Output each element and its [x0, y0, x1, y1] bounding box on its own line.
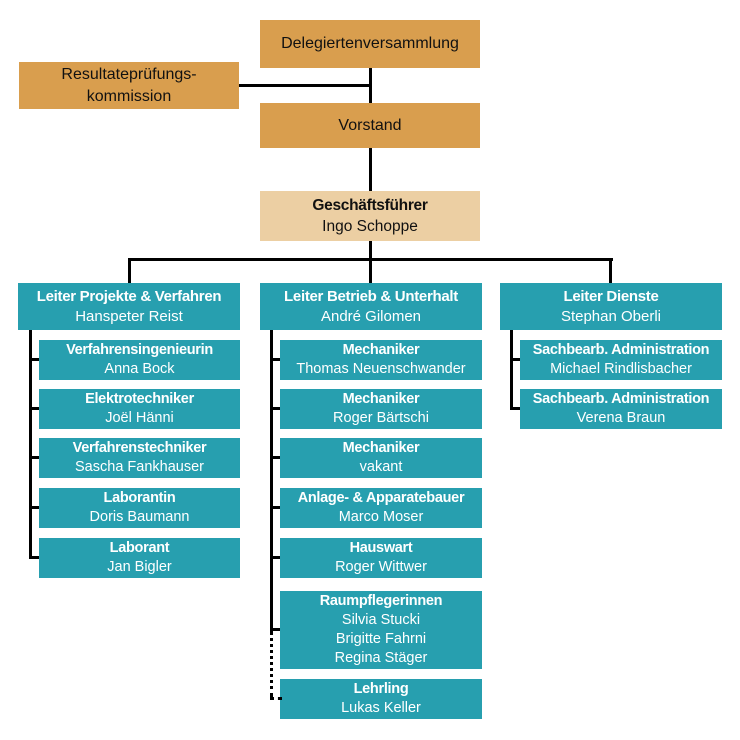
org-name-label: Hanspeter Reist: [75, 307, 183, 325]
org-name-label: Verena Braun: [576, 410, 666, 426]
org-name-label: Regina Stäger: [334, 650, 428, 666]
org-role-label: Mechaniker: [342, 440, 420, 456]
connector-column-spine: [270, 330, 273, 631]
connector-drop-right: [609, 258, 612, 283]
connector-resultat-kommission: [239, 84, 371, 87]
org-name-label: Joël Hänni: [105, 410, 174, 426]
org-name-label: Michael Rindlisbacher: [550, 361, 692, 377]
org-box-label-line1: Resultateprüfungs-: [61, 65, 197, 83]
org-box-resultatepruefungskommission: Resultateprüfungs- kommission: [19, 62, 239, 109]
org-name-label: Silvia Stucki: [341, 612, 421, 628]
org-role-label: Lehrling: [353, 681, 409, 697]
org-box-label: Delegiertenversammlung: [281, 35, 459, 52]
org-name-label: Marco Moser: [338, 509, 424, 525]
connector-member-stub: [29, 506, 39, 509]
connector-drop-left: [128, 258, 131, 283]
connector-column-spine: [29, 330, 32, 559]
connector-member-stub: [29, 407, 39, 410]
connector-drop-middle: [369, 258, 372, 283]
connector-member-stub: [510, 358, 520, 361]
connector-member-stub: [29, 556, 39, 559]
org-box-vorstand: Vorstand: [260, 103, 480, 148]
org-name-label: Thomas Neuenschwander: [296, 361, 466, 377]
org-role-label: Geschäftsführer: [312, 197, 428, 214]
org-role-label: Leiter Betrieb & Unterhalt: [284, 287, 458, 305]
org-role-label: Anlage- & Apparatebauer: [297, 490, 465, 506]
org-box-geschaeftsfuehrer: Geschäftsführer Ingo Schoppe: [260, 191, 480, 241]
org-name-label: Roger Wittwer: [335, 559, 427, 575]
connector-member-stub: [270, 506, 280, 509]
connector-member-stub: [270, 556, 280, 559]
org-name-label: Stephan Oberli: [560, 307, 662, 325]
org-role-label: Hauswart: [349, 540, 413, 556]
org-name-label: Lukas Keller: [341, 700, 421, 716]
org-role-label: Verfahrenstechniker: [72, 440, 207, 456]
org-role-label: Laborant: [109, 540, 170, 556]
org-name-label: Sascha Fankhauser: [75, 459, 204, 475]
org-name-label: vakant: [359, 459, 403, 475]
org-role-label: Raumpflegerinnen: [319, 593, 443, 609]
org-role-label: Leiter Dienste: [563, 287, 659, 305]
org-role-label: Laborantin: [103, 490, 176, 506]
org-name-label: Roger Bärtschi: [333, 410, 429, 426]
connector-gf-distribution: [369, 241, 372, 258]
org-role-label: Sachbearb. Administration: [532, 391, 710, 407]
org-role-label: Verfahrensingenieurin: [66, 342, 213, 358]
connector-member-stub: [270, 407, 280, 410]
org-name-label: Anna Bock: [104, 361, 175, 377]
org-box-member: Mechaniker vakant: [280, 438, 482, 478]
connector-member-stub: [510, 407, 520, 410]
org-box-delegiertenversammlung: Delegiertenversammlung: [260, 20, 480, 68]
org-role-label: Elektrotechniker: [85, 391, 194, 407]
connector-column-spine: [510, 330, 513, 410]
org-role-label: Sachbearb. Administration: [532, 342, 710, 358]
org-name-label: Doris Baumann: [89, 509, 190, 525]
org-name-label: André Gilomen: [320, 307, 422, 325]
org-name-label: Brigitte Fahrni: [335, 631, 427, 647]
connector-member-stub: [270, 456, 280, 459]
org-role-label: Mechaniker: [342, 342, 420, 358]
org-box-label-line2: kommission: [86, 87, 172, 105]
org-name-label: Ingo Schoppe: [322, 218, 418, 235]
connector-member-stub: [29, 358, 39, 361]
connector-member-stub: [270, 358, 280, 361]
connector-member-stub: [29, 456, 39, 459]
org-role-label: Mechaniker: [342, 391, 420, 407]
connector-dotted-vertical: [270, 631, 273, 697]
org-name-label: Jan Bigler: [107, 559, 172, 575]
connector-vorstand-gf: [369, 148, 372, 191]
org-box-label: Vorstand: [338, 116, 402, 134]
org-role-label: Leiter Projekte & Verfahren: [36, 287, 222, 305]
connector-dotted-stub: [270, 697, 282, 700]
connector-member-stub: [270, 628, 280, 631]
